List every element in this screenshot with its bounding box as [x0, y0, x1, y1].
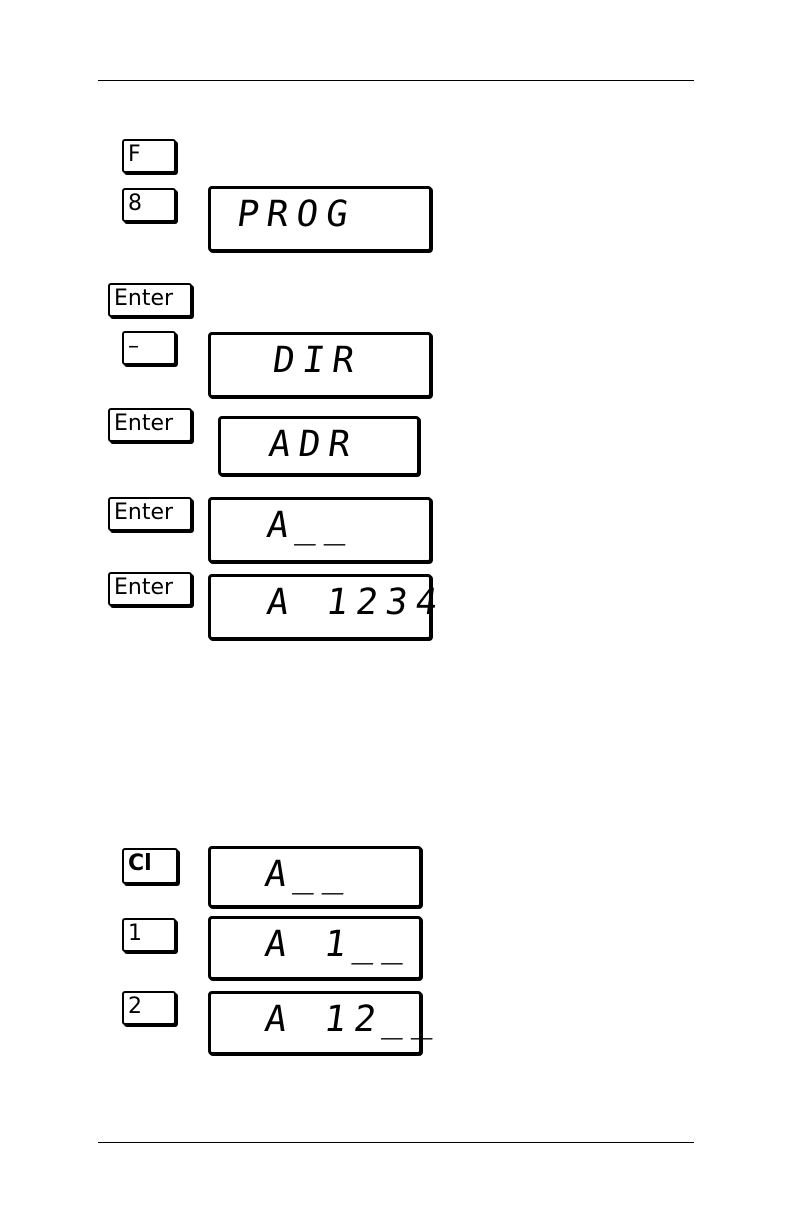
lcd-text: ADR: [266, 425, 361, 465]
enter-key[interactable]: Enter: [108, 408, 192, 442]
key-label: Enter: [114, 411, 173, 437]
key-label: Enter: [114, 500, 173, 526]
key-label: –: [128, 334, 139, 360]
key-label: Cl: [128, 851, 152, 877]
lcd-display-address-12: A 12__: [208, 991, 422, 1055]
lcd-display-prog: PROG: [208, 186, 432, 252]
key-label: 2: [128, 994, 142, 1020]
lcd-display-dir: DIR: [208, 332, 432, 398]
lcd-text: A__: [264, 506, 359, 546]
key-8[interactable]: 8: [122, 188, 176, 222]
lcd-text: A 1234: [264, 583, 448, 623]
lcd-text: PROG: [234, 195, 358, 235]
lcd-text: A__: [262, 855, 357, 895]
clear-key[interactable]: Cl: [122, 848, 178, 884]
key-label: Enter: [114, 575, 173, 601]
key-label: Enter: [114, 286, 173, 312]
lcd-text: A 1__: [262, 925, 416, 965]
enter-key[interactable]: Enter: [108, 572, 192, 606]
key-label: F: [128, 142, 141, 168]
lcd-text: A 12__: [262, 1000, 446, 1040]
key-label: 8: [128, 191, 142, 217]
enter-key[interactable]: Enter: [108, 283, 192, 317]
lcd-display-address-1: A 1__: [208, 916, 422, 980]
key-label: 1: [128, 921, 142, 947]
key-1[interactable]: 1: [122, 918, 176, 952]
lcd-display-address-empty: A__: [208, 497, 432, 563]
enter-key[interactable]: Enter: [108, 497, 192, 531]
header-rule: [98, 80, 694, 81]
f-key[interactable]: F: [122, 139, 176, 173]
lcd-text: DIR: [270, 341, 365, 381]
key-2[interactable]: 2: [122, 991, 176, 1025]
lcd-display-address-1234: A 1234: [208, 574, 432, 640]
lcd-display-address-empty: A__: [208, 846, 422, 908]
footer-rule: [98, 1142, 694, 1143]
lcd-display-adr: ADR: [218, 416, 420, 476]
minus-key[interactable]: –: [122, 331, 176, 365]
